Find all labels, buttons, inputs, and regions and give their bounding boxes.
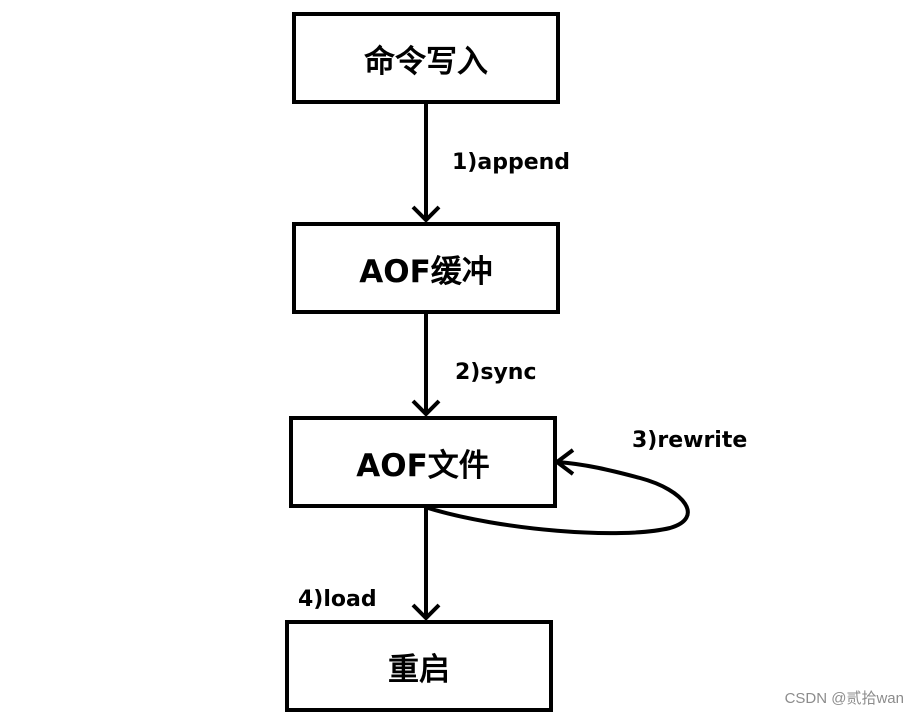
node-command-write-label: 命令写入 xyxy=(364,43,488,80)
node-restart-label: 重启 xyxy=(388,651,450,688)
node-aof-file-label: AOF文件 xyxy=(356,447,490,484)
arrow-rewrite-loop xyxy=(427,448,690,536)
node-aof-buffer: AOF缓冲 xyxy=(292,222,560,314)
arrow-load xyxy=(411,508,441,621)
edge-label-load: 4)load xyxy=(298,587,377,612)
edge-label-sync: 2)sync xyxy=(455,360,537,385)
node-restart: 重启 xyxy=(285,620,553,712)
edge-label-append: 1)append xyxy=(452,150,571,175)
edge-label-rewrite: 3)rewrite xyxy=(632,428,748,453)
watermark: CSDN @贰拾wan xyxy=(784,690,904,707)
node-aof-buffer-label: AOF缓冲 xyxy=(359,253,493,290)
arrow-sync xyxy=(411,314,441,417)
arrow-append xyxy=(411,104,441,223)
node-command-write: 命令写入 xyxy=(292,12,560,104)
node-aof-file: AOF文件 xyxy=(289,416,557,508)
